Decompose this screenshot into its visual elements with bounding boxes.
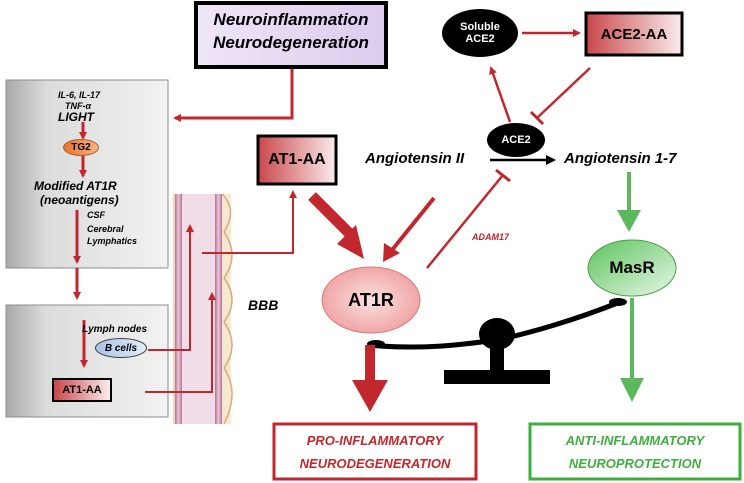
arrow-ang17-to-masr — [617, 210, 641, 232]
b-cells-badge: B cells — [95, 338, 147, 358]
cytokines-line2: TNF-α — [65, 101, 92, 111]
soluble-ace2-label: Soluble ACE2 — [444, 15, 516, 51]
at1aa-main-box — [256, 134, 338, 186]
modified-line1: Modified AT1R — [34, 179, 117, 193]
csf-label: CSF — [87, 210, 105, 220]
soluble-label: Soluble — [460, 20, 500, 33]
lymphatics-label: Lymphatics — [87, 236, 138, 246]
arrow-to-at1aa-main — [202, 190, 297, 254]
ace2aa-label: ACE2-AA — [600, 25, 668, 43]
adam17-label: ADAM17 — [472, 232, 510, 242]
upper-panel — [5, 79, 169, 269]
arrow-bcells-through-bbb — [148, 224, 194, 351]
cerebral-label: Cerebral — [87, 224, 124, 234]
arrow-angii-to-at1r — [383, 243, 400, 262]
angiotensin-ii-label: Angiotensin II — [365, 150, 465, 167]
top-box-line1: Neuroinflammation — [213, 10, 369, 29]
arrow-masr-to-anti — [620, 378, 644, 402]
anti-inflammatory-box — [528, 422, 742, 481]
lymph-nodes-label: Lymph nodes — [82, 324, 148, 335]
pro-inflammatory-box — [272, 422, 478, 481]
masr-label: MasR — [609, 258, 655, 277]
neuroinflammation-box — [194, 1, 388, 69]
inhibit-ace2aa — [536, 67, 591, 119]
cytokines-line1: IL-6, IL-17 — [58, 90, 101, 100]
inhibit-adam17 — [426, 174, 504, 269]
at1r-label: AT1R — [348, 289, 394, 310]
ace2-node — [487, 123, 545, 157]
pro-line2: NEURODEGENERATION — [299, 456, 451, 471]
angiotensin-17-label: Angiotensin 1-7 — [564, 150, 677, 167]
ace2-label: ACE2 — [501, 134, 531, 146]
arrow-at1aa-to-at1r — [337, 225, 364, 259]
soluble-ace2-node — [442, 9, 518, 57]
arrow-at1aa-through-bbb — [145, 292, 216, 393]
lower-at1aa-box: AT1-AA — [52, 378, 112, 402]
anti-line1: ANTI-INFLAMMATORY — [565, 433, 705, 448]
at1r-node — [321, 266, 421, 334]
masr-node — [587, 239, 677, 297]
balance-scale — [367, 298, 627, 384]
bbb-vessel — [173, 193, 233, 425]
at1aa-main-label: AT1-AA — [268, 151, 326, 168]
bbb-label: BBB — [248, 297, 279, 313]
ace2aa-box — [584, 11, 684, 57]
arrow-ace2-to-soluble — [489, 66, 512, 123]
arrow-top-to-panel — [173, 69, 294, 122]
anti-line2: NEUROPROTECTION — [568, 456, 702, 471]
pro-line1: PRO-INFLAMMATORY — [306, 433, 444, 448]
soluble-ace2-text: ACE2 — [465, 33, 495, 45]
top-box-line2: Neurodegeneration — [213, 33, 369, 52]
tg2-badge: TG2 — [63, 139, 99, 156]
light-label: LIGHT — [58, 110, 94, 124]
arrow-at1r-to-pro — [352, 380, 388, 412]
modified-line2: (neoantigens) — [40, 193, 119, 207]
